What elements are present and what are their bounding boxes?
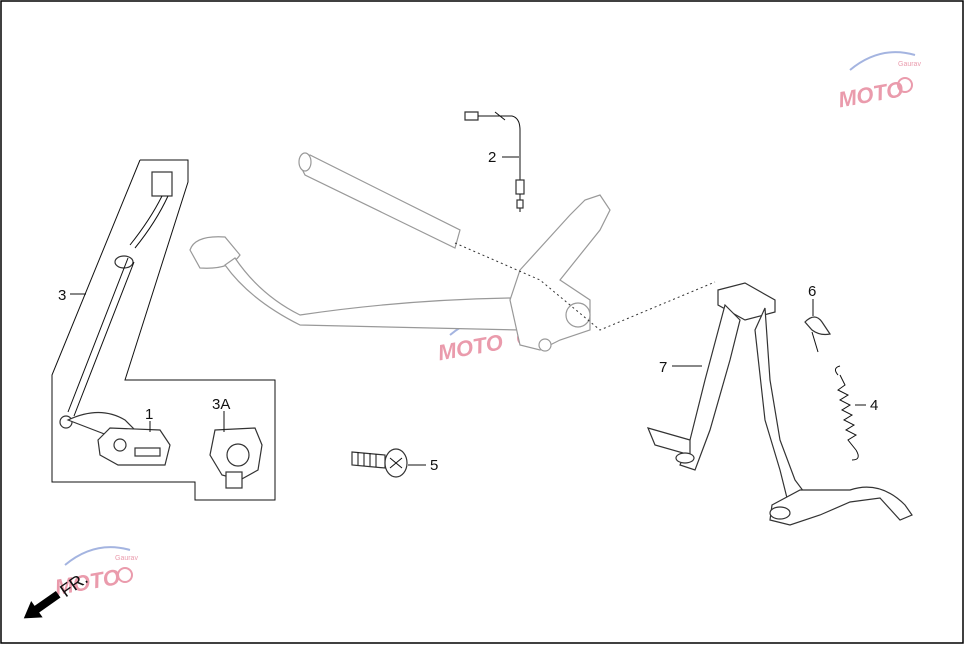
brake-switch-cable-part	[464, 111, 525, 212]
svg-text:MOTO: MOTO	[436, 329, 505, 365]
callout-3A: 3A	[212, 396, 230, 413]
svg-text:MOTO: MOTO	[836, 76, 905, 112]
watermark-logo-top-right: MOTO Gaurav	[836, 51, 921, 112]
cotter-pin-part	[804, 316, 831, 353]
spring-part	[834, 365, 859, 461]
bolt-part	[351, 448, 408, 478]
main-stand-part	[646, 282, 913, 526]
front-arrow-icon	[23, 590, 61, 619]
svg-text:Gaurav: Gaurav	[115, 555, 138, 562]
callout-1: 1	[145, 406, 153, 423]
callout-5: 5	[430, 457, 438, 474]
callout-4: 4	[870, 397, 878, 414]
leader-dotted	[454, 242, 716, 331]
svg-text:Gaurav: Gaurav	[898, 61, 921, 68]
callout-7: 7	[659, 359, 667, 376]
group-outline	[51, 159, 276, 501]
callout-2: 2	[488, 149, 496, 166]
callout-6: 6	[808, 283, 816, 300]
callout-3: 3	[58, 287, 66, 304]
stop-switch-rod-part	[59, 171, 173, 441]
switch-holder-part	[209, 427, 263, 489]
brake-pedal-ghost	[189, 152, 611, 352]
stop-switch-part	[97, 427, 171, 466]
